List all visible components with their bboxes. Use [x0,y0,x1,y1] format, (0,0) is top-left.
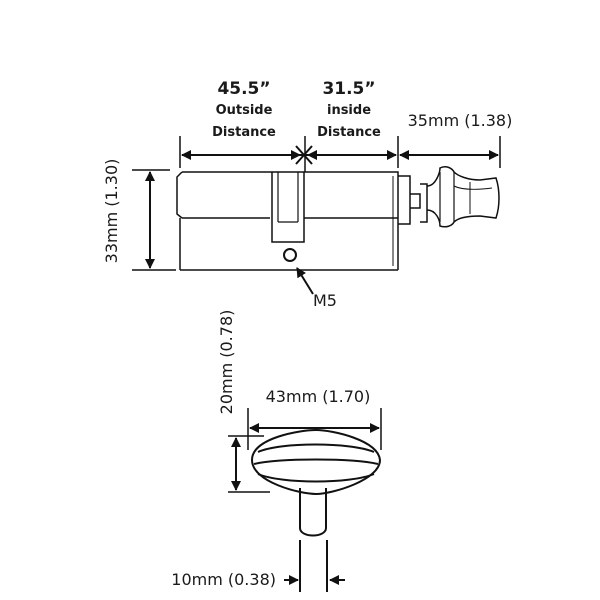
knob-width-dimension [247,408,382,450]
cam-slot [271,172,305,243]
spindle-width-dimension [284,540,345,592]
outside-distance-label-line2: Distance [212,125,276,140]
spindle-width-label: 10mm (0.38) [171,570,276,589]
outside-distance-label-line1: Outside [216,103,273,118]
outside-distance-value: 45.5” [217,79,270,99]
knob-front-view [250,428,382,537]
center-cross-marker [272,145,340,165]
knob-height-label: 20mm (0.78) [217,310,236,415]
thumbturn-length-dimension [399,136,501,168]
screw-pointer [296,267,314,295]
knob-width-label: 43mm (1.70) [266,387,371,406]
outside-distance-dimension [179,136,301,168]
cylinder-body [176,171,399,271]
inside-distance-value: 31.5” [322,79,375,99]
cylinder-height-dimension [132,169,176,271]
cylinder-height-label: 33mm (1.30) [102,159,121,264]
screw-hole-icon [283,248,297,262]
thumbturn-length-label: 35mm (1.38) [408,111,513,130]
screw-size-label: M5 [313,291,337,310]
inside-distance-label-line1: inside [327,103,371,118]
knob-height-dimension [228,435,270,493]
thumbturn-side-view [398,166,500,228]
inside-distance-label-line2: Distance [317,125,381,140]
